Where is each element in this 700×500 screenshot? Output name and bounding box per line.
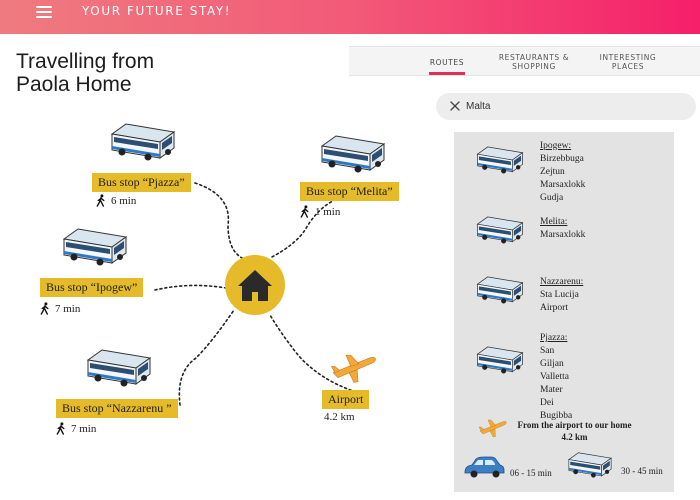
bus-icon-ipogew — [63, 228, 127, 266]
tab-restaurants-label-2: SHOPPING — [512, 62, 556, 71]
stop-label-pjazza: Bus stop “Pjazza” — [92, 173, 191, 192]
tab-interesting-places[interactable]: INTERESTING PLACES — [589, 47, 667, 77]
walk-time-melita: 1 min — [300, 205, 340, 218]
walk-time-nazzarenu: 7 min — [56, 422, 96, 435]
route-stop: Mater Dei — [540, 385, 563, 408]
airplane-icon — [331, 354, 376, 383]
walk-time-pjazza-value: 6 min — [111, 194, 137, 207]
walking-icon — [40, 302, 49, 315]
bus-icon — [477, 216, 523, 244]
route-pjazza-text: Pjazza: San Giljan Valletta Mater Dei Bu… — [540, 332, 572, 423]
route-stop: Valletta — [540, 372, 570, 382]
route-stop: Marsaxlokk — [540, 180, 586, 190]
tab-bar: ROUTES RESTAURANTS & SHOPPING INTERESTIN… — [349, 46, 700, 76]
search-bar — [436, 93, 696, 120]
route-ipogew-text: Ipogew: Birzebbuga Zejtun Marsaxlokk Gud… — [540, 140, 585, 205]
close-icon[interactable] — [448, 99, 462, 113]
bus-icon-pjazza — [111, 123, 175, 161]
search-input[interactable] — [466, 97, 666, 116]
route-stop: Airport — [540, 303, 568, 313]
stop-label-melita: Bus stop “Melita” — [300, 182, 399, 201]
top-banner: YOUR FUTURE STAY! — [0, 0, 700, 34]
stop-label-ipogew: Bus stop “Ipogew” — [40, 278, 144, 297]
walking-icon — [56, 422, 65, 435]
route-title: Nazzarenu: — [540, 277, 584, 287]
route-stop: Marsaxlokk — [540, 230, 586, 240]
walk-time-melita-value: 1 min — [315, 205, 341, 218]
route-melita-text: Melita: Marsaxlokk — [540, 216, 585, 242]
walking-icon — [96, 194, 105, 207]
route-title: Melita: — [540, 217, 568, 227]
airport-transfer-distance: 4.2 km — [561, 432, 588, 442]
car-icon — [464, 456, 505, 478]
bus-icon — [477, 146, 523, 174]
airport-transfer-note: From the airport to our home 4.2 km — [512, 419, 637, 443]
page-title-line1: Travelling from — [16, 50, 155, 73]
route-stop: Zejtun — [540, 167, 565, 177]
airport-distance: 4.2 km — [324, 411, 355, 423]
walk-time-nazzarenu-value: 7 min — [71, 422, 97, 435]
route-stop: Birzebbuga — [540, 154, 584, 164]
route-title: Pjazza: — [540, 333, 568, 343]
airplane-icon — [478, 419, 507, 438]
route-stop: Sta Lucija — [540, 290, 579, 300]
route-stop: Gudja — [540, 193, 564, 203]
bus-icon-melita — [321, 135, 385, 173]
tab-routes-label: ROUTES — [429, 57, 465, 67]
route-stop: San Giljan — [540, 346, 564, 369]
bus-icon — [568, 452, 612, 478]
airport-distance-value: 4.2 km — [324, 411, 355, 423]
stop-label-nazzarenu: Bus stop “Nazzarenu ” — [56, 399, 178, 418]
tab-restaurants-label-1: RESTAURANTS & — [498, 53, 570, 62]
tab-places-label-2: PLACES — [611, 62, 645, 71]
walk-time-pjazza: 6 min — [96, 194, 136, 207]
route-stop: Bugibba — [540, 411, 573, 421]
brand-title: YOUR FUTURE STAY! — [82, 4, 232, 18]
walk-time-ipogew: 7 min — [40, 302, 80, 315]
page-title: Travelling from Paola Home — [16, 50, 154, 96]
routes-panel: Ipogew: Birzebbuga Zejtun Marsaxlokk Gud… — [454, 132, 674, 492]
bus-icon — [477, 346, 523, 374]
bus-icon-nazzarenu — [87, 349, 151, 387]
hamburger-menu-icon[interactable] — [36, 6, 52, 18]
car-time: 06 - 15 min — [510, 468, 552, 478]
airport-transfer-title: From the airport to our home — [517, 420, 632, 430]
bus-time: 30 - 45 min — [621, 466, 663, 476]
tab-places-label-1: INTERESTING — [599, 53, 657, 62]
house-icon — [225, 255, 285, 315]
airport-label: Airport — [322, 390, 370, 409]
route-title: Ipogew: — [540, 141, 572, 151]
tab-routes[interactable]: ROUTES — [423, 47, 471, 77]
route-nazzarenu-text: Nazzarenu: Sta Lucija Airport — [540, 276, 583, 315]
walking-icon — [300, 205, 309, 218]
page-title-line2: Paola Home — [16, 73, 132, 96]
walk-time-ipogew-value: 7 min — [55, 302, 81, 315]
bus-icon — [477, 276, 523, 304]
tab-restaurants-shopping[interactable]: RESTAURANTS & SHOPPING — [491, 47, 577, 77]
